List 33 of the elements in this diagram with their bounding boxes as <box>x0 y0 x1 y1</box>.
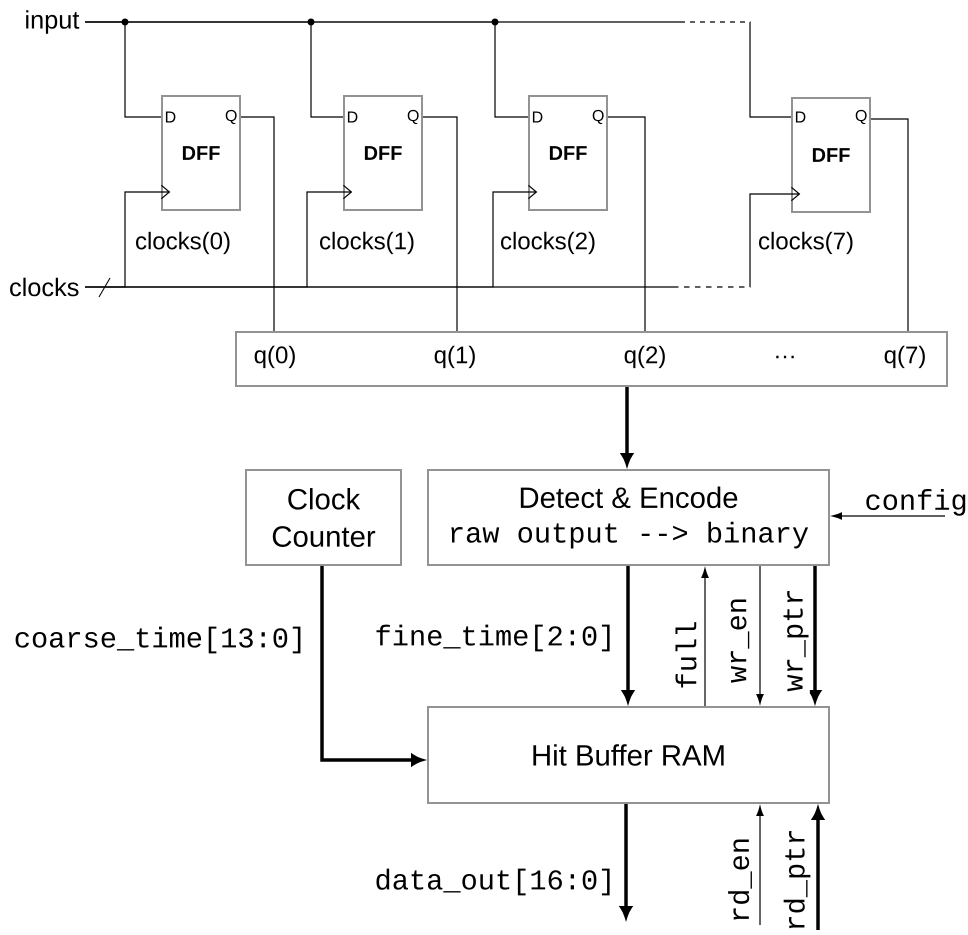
signal-label: rd_en <box>726 836 754 924</box>
signal-label: wr_en <box>729 596 751 684</box>
clock-label: clocks(1) <box>320 232 414 254</box>
arrow <box>701 568 709 706</box>
signal-label: fine_time[2:0] <box>373 623 617 653</box>
arrow <box>756 566 764 704</box>
signal-name: config <box>866 489 966 516</box>
flip-flop-box: DFF D Q <box>161 95 241 211</box>
wire <box>608 116 646 331</box>
block-box: Clock Counter <box>245 469 402 566</box>
clock-label: clocks(0) <box>136 232 230 254</box>
clock-label: clocks(2) <box>501 232 594 254</box>
signal-name: clocks <box>10 278 78 296</box>
flip-flop-box: DFF D Q <box>791 97 871 213</box>
wire <box>85 21 791 118</box>
arrow <box>756 806 764 925</box>
flip-flop-box: DFF D Q <box>343 95 423 211</box>
signal-name: input <box>26 10 80 34</box>
signal-label: data_out[16:0] <box>373 867 617 897</box>
block-box: Detect & Encode raw output --> binary <box>427 469 830 566</box>
block-box: Hit Buffer RAM <box>427 706 830 804</box>
wire <box>871 118 909 331</box>
wire <box>423 116 458 331</box>
register-box: q(0) q(1) q(2) … q(7) <box>235 331 948 387</box>
arrow <box>832 512 945 520</box>
clock-label: clocks(7) <box>759 232 852 254</box>
wire <box>241 116 275 331</box>
signal-label: wr_ptr <box>782 587 810 693</box>
signal-label: full <box>674 619 698 691</box>
signal-label: coarse_time[13:0] <box>12 625 308 655</box>
flip-flop-box: DFF D Q <box>528 95 608 211</box>
arrow <box>85 186 800 288</box>
signal-label: rd_ptr <box>782 827 812 933</box>
